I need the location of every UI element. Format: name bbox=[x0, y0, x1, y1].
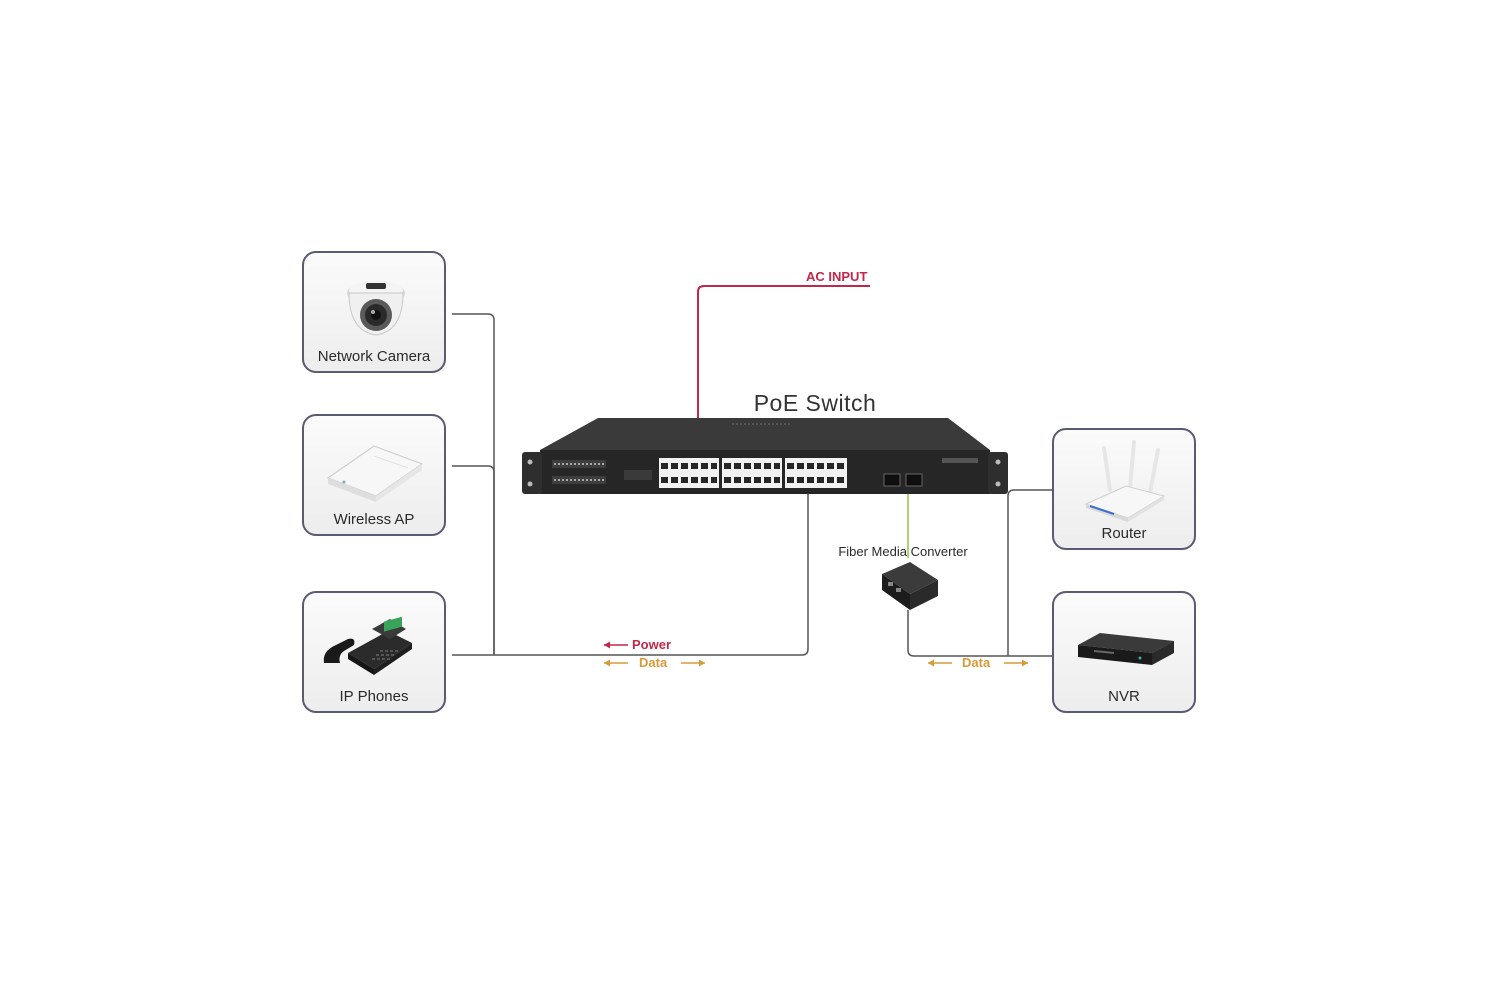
router-link-line bbox=[1008, 490, 1052, 656]
wireless-ap-icon bbox=[304, 416, 444, 512]
wireless-ap-label: Wireless AP bbox=[304, 511, 444, 528]
nvr-icon bbox=[1054, 593, 1194, 689]
rj45-port-block-2 bbox=[722, 458, 782, 488]
router-icon bbox=[1054, 430, 1194, 526]
converter-to-nvr-line bbox=[908, 610, 1052, 656]
device-card-nvr: NVR bbox=[1052, 591, 1196, 713]
network-camera-label: Network Camera bbox=[304, 348, 444, 365]
poe-switch bbox=[522, 418, 1008, 494]
ap-link-line bbox=[452, 466, 494, 655]
fiber-media-converter-icon bbox=[880, 560, 940, 612]
device-card-router: Router bbox=[1052, 428, 1196, 550]
fiber-media-converter-label: Fiber Media Converter bbox=[828, 544, 978, 559]
data-flow-label-right: Data bbox=[962, 655, 990, 670]
data-flow-label-left: Data bbox=[639, 655, 667, 670]
nvr-label: NVR bbox=[1054, 688, 1194, 705]
camera-link-line bbox=[452, 314, 494, 655]
ac-input-label: AC INPUT bbox=[806, 269, 867, 284]
ip-phone-icon bbox=[304, 593, 444, 689]
device-card-ip-phones: IP Phones bbox=[302, 591, 446, 713]
power-arrow bbox=[604, 642, 628, 649]
phone-link-line bbox=[452, 494, 808, 655]
device-card-wireless-ap: Wireless AP bbox=[302, 414, 446, 536]
router-label: Router bbox=[1054, 525, 1194, 542]
power-flow-label: Power bbox=[632, 637, 671, 652]
ip-phones-label: IP Phones bbox=[304, 688, 444, 705]
poe-switch-title: PoE Switch bbox=[700, 390, 930, 417]
network-camera-icon bbox=[304, 253, 444, 349]
rj45-port-block-1 bbox=[659, 458, 719, 488]
rj45-port-block-3 bbox=[785, 458, 847, 488]
device-card-network-camera: Network Camera bbox=[302, 251, 446, 373]
